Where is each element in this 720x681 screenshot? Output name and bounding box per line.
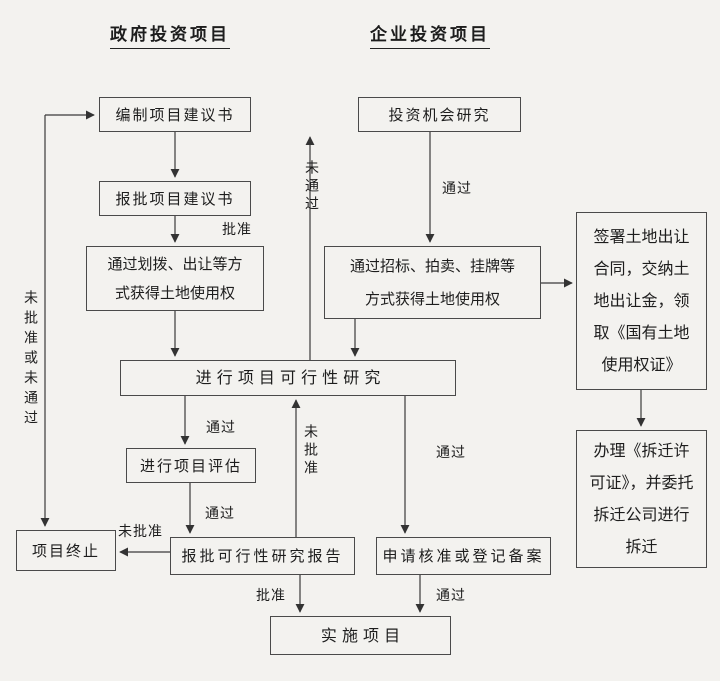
box-project-terminate: 项目终止 bbox=[16, 530, 116, 571]
box-prepare-proposal: 编制项目建议书 bbox=[99, 97, 251, 132]
label-approved-to-implement: 批准 bbox=[256, 588, 286, 604]
label-not-approved-terminate: 未批准 bbox=[118, 524, 163, 540]
box-project-evaluation: 进行项目评估 bbox=[126, 448, 256, 483]
label-passed-to-implement: 通过 bbox=[436, 588, 466, 604]
box-report-approval: 报批可行性研究报告 bbox=[170, 537, 355, 575]
label-approved-to-land: 批准 bbox=[222, 222, 252, 238]
box-feasibility-study: 进 行 项 目 可 行 性 研 究 bbox=[120, 360, 456, 396]
box-opportunity-research: 投资机会研究 bbox=[358, 97, 521, 132]
box-land-allocation: 通过划拨、出让等方 式获得土地使用权 bbox=[86, 246, 264, 311]
header-government-projects: 政府投资项目 bbox=[110, 20, 230, 49]
label-passed-to-evaluation: 通过 bbox=[206, 420, 236, 436]
box-submit-proposal: 报批项目建议书 bbox=[99, 181, 251, 216]
label-not-approved-return: 未批准 bbox=[302, 424, 318, 478]
box-demolition-permit: 办理《拆迁许 可证》，并委托 拆迁公司进行 拆迁 bbox=[576, 430, 707, 568]
box-land-bidding: 通过招标、拍卖、挂牌等 方式获得土地使用权 bbox=[324, 246, 541, 319]
label-not-passed-return: 未通过 bbox=[303, 160, 319, 214]
header-enterprise-projects: 企业投资项目 bbox=[370, 20, 490, 49]
box-implement-project: 实 施 项 目 bbox=[270, 616, 451, 655]
label-passed-to-bidding: 通过 bbox=[442, 181, 472, 197]
box-sign-land-contract: 签署土地出让 合同，交纳土 地出让金，领 取《国有土地 使用权证》 bbox=[576, 212, 707, 390]
label-passed-to-report: 通过 bbox=[205, 506, 235, 522]
label-passed-to-apply: 通过 bbox=[436, 445, 466, 461]
box-apply-registration: 申请核准或登记备案 bbox=[376, 537, 551, 575]
label-not-approved-or-not-passed: 未批准或未通过 bbox=[22, 290, 38, 430]
